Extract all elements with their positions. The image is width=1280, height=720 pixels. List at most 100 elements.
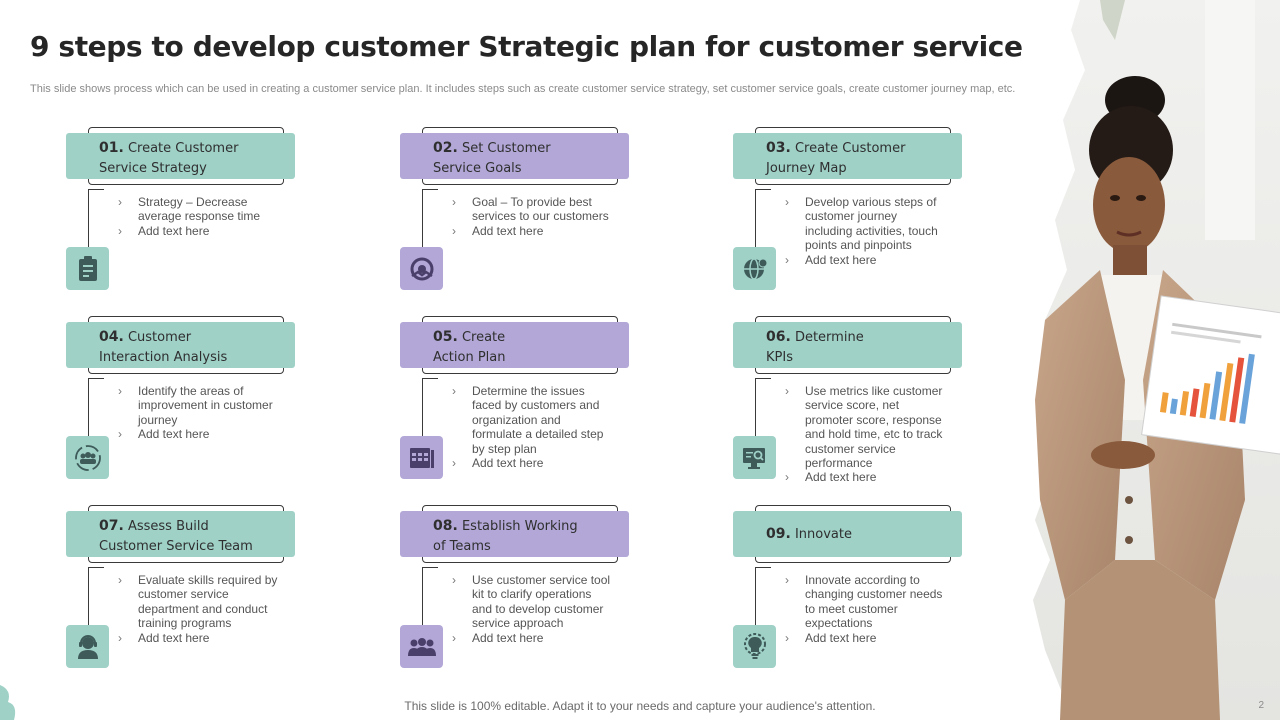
connector-line [422,189,438,190]
bullet-item: Identify the areas of improvement in cus… [118,384,278,427]
group-cycle-icon [66,436,109,479]
step-title-line1: Determine [794,330,864,345]
step-number: 07. [99,518,124,534]
step-title-line2: Customer Service Team [99,539,253,554]
connector-line [88,567,89,625]
bullet-item: Add text here [452,456,612,471]
connector-line [755,567,771,568]
bullet-item: Goal – To provide best services to our c… [452,195,612,224]
connector-line [422,189,423,247]
step-title-line2: Service Strategy [99,161,207,176]
step-header: 09. Innovate [733,511,962,557]
brush-splash-decoration [0,685,16,720]
connector-line [755,189,756,247]
step-card-09: 09. Innovate Innovate according to chang… [733,505,1033,680]
calendar-plan-icon [400,436,443,479]
bullet-item: Add text here [785,253,945,268]
connector-line [755,567,756,625]
step-bullets: Innovate according to changing customer … [785,573,945,645]
step-header: 03. Create Customer Journey Map [733,133,962,179]
step-header: 08. Establish Working of Teams [400,511,629,557]
step-title-line2: Interaction Analysis [99,350,228,365]
step-number: 01. [99,140,124,156]
step-card-04: 04. Customer Interaction Analysis Identi… [66,316,366,491]
connector-line [422,567,438,568]
connector-line [422,567,423,625]
step-card-06: 06. Determine KPIs Use metrics like cust… [733,316,1033,491]
step-bullets: Evaluate skills required by customer ser… [118,573,278,645]
step-header: 05. Create Action Plan [400,322,629,368]
connector-line [88,378,89,436]
step-bullets: Use metrics like customer service score,… [785,384,945,485]
connector-line [88,189,89,247]
step-title-line1: Assess Build [127,519,209,534]
step-title-line1: Create [461,330,506,345]
step-card-03: 03. Create Customer Journey Map Develop … [733,127,1033,302]
connector-line [422,378,423,436]
page-number: 2 [1258,700,1264,711]
step-card-08: 08. Establish Working of Teams Use custo… [400,505,700,680]
bullet-item: Add text here [118,427,278,442]
connector-line [88,378,104,379]
bullet-item: Innovate according to changing customer … [785,573,945,631]
globe-pin-icon [733,247,776,290]
step-number: 06. [766,329,791,345]
goal-handshake-icon [400,247,443,290]
step-bullets: Strategy – Decrease average response tim… [118,195,278,239]
step-header: 04. Customer Interaction Analysis [66,322,295,368]
step-number: 03. [766,140,791,156]
step-number: 08. [433,518,458,534]
clipboard-icon [66,247,109,290]
support-agent-icon [66,625,109,668]
bullet-item: Add text here [785,631,945,646]
connector-line [88,567,104,568]
step-title-line2: of Teams [433,539,491,554]
bullet-item: Use customer service tool kit to clarify… [452,573,612,631]
bullet-item: Add text here [118,224,278,239]
bullet-item: Strategy – Decrease average response tim… [118,195,278,224]
step-number: 04. [99,329,124,345]
step-bullets: Determine the issues faced by customers … [452,384,612,471]
bullet-item: Evaluate skills required by customer ser… [118,573,278,631]
step-title-line1: Innovate [794,527,852,542]
step-card-01: 01. Create Customer Service Strategy Str… [66,127,366,302]
step-title-line1: Set Customer [461,141,551,156]
step-number: 02. [433,140,458,156]
connector-line [755,378,771,379]
team-icon [400,625,443,668]
step-bullets: Develop various steps of customer journe… [785,195,945,267]
footer-note: This slide is 100% editable. Adapt it to… [404,699,876,713]
step-bullets: Goal – To provide best services to our c… [452,195,612,239]
presenter-photo [1005,0,1280,720]
step-title-line1: Create Customer [794,141,906,156]
step-title-line2: KPIs [766,350,793,365]
step-bullets: Identify the areas of improvement in cus… [118,384,278,442]
step-number: 09. [766,526,791,542]
step-card-07: 07. Assess Build Customer Service Team E… [66,505,366,680]
bullet-item: Add text here [452,631,612,646]
step-header: 02. Set Customer Service Goals [400,133,629,179]
connector-line [88,189,104,190]
bullet-item: Add text here [785,470,945,485]
step-header: 01. Create Customer Service Strategy [66,133,295,179]
step-header: 07. Assess Build Customer Service Team [66,511,295,557]
step-title-line1: Establish Working [461,519,578,534]
step-title-line2: Journey Map [766,161,847,176]
bullet-item: Determine the issues faced by customers … [452,384,612,456]
connector-line [755,378,756,436]
step-title-line1: Customer [127,330,192,345]
slide-title: 9 steps to develop customer Strategic pl… [30,30,1023,63]
step-card-05: 05. Create Action Plan Determine the iss… [400,316,700,491]
bullet-item: Use metrics like customer service score,… [785,384,945,470]
bullet-item: Add text here [118,631,278,646]
bullet-item: Add text here [452,224,612,239]
step-title-line1: Create Customer [127,141,239,156]
connector-line [755,189,771,190]
step-bullets: Use customer service tool kit to clarify… [452,573,612,645]
monitor-search-icon [733,436,776,479]
bullet-item: Develop various steps of customer journe… [785,195,945,253]
step-title-line2: Service Goals [433,161,522,176]
connector-line [422,378,438,379]
step-card-02: 02. Set Customer Service Goals Goal – To… [400,127,700,302]
lightbulb-gear-icon [733,625,776,668]
